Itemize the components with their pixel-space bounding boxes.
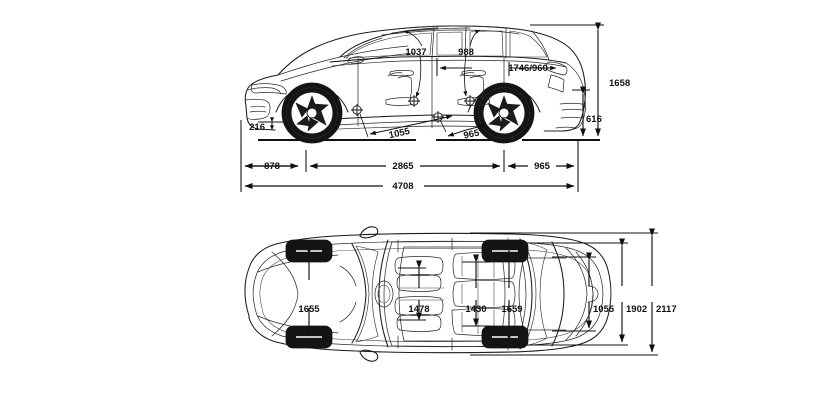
dim-label-1655: 1655: [298, 304, 320, 315]
dim-label-1746-960: 1746/960: [508, 63, 548, 74]
dim-label-878: 878: [264, 161, 280, 172]
dim-label-4708: 4708: [392, 181, 413, 192]
dim-load-sill-height: 616: [572, 86, 602, 137]
dim-label-1055: 1055: [388, 126, 412, 141]
dim-label-1478: 1478: [408, 304, 429, 315]
dim-label-1659: 1659: [501, 304, 522, 315]
front-wheel-side: [281, 82, 343, 144]
dim-headroom-rear: 988: [458, 29, 481, 97]
dim-headroom-front: 1037: [403, 30, 427, 98]
dim-label-1902: 1902: [626, 304, 647, 315]
dim-label-988: 988: [458, 47, 474, 58]
wheels-top: [285, 239, 529, 349]
dim-width-excl-mirrors: 1902: [488, 238, 647, 346]
dim-label-2117: 2117: [656, 304, 677, 315]
dim-label-965-interior: 965: [463, 127, 481, 141]
dim-cargo-width: 1055: [552, 252, 615, 332]
dim-cargo-length: 1746/960: [436, 58, 557, 76]
dim-chain-side-baseline: 878 2865 965 4708: [240, 140, 579, 192]
dim-shoulder-room-front: 1478: [398, 260, 430, 321]
h-point-markers-side: [351, 95, 476, 123]
dim-width-incl-mirrors: 2117: [470, 228, 677, 356]
rear-wheel-side: [473, 82, 535, 144]
dim-label-216: 216: [249, 122, 265, 133]
dim-label-1658: 1658: [609, 78, 630, 89]
dim-ground-clearance: 216: [240, 117, 286, 192]
dim-legroom-front: 1055: [359, 113, 453, 141]
dim-label-1055-width: 1055: [593, 304, 615, 315]
dim-label-1430: 1430: [465, 304, 486, 315]
wheel-rear-right: [481, 325, 529, 349]
top-plan-view: 1655 1478 1430 1659: [244, 226, 677, 362]
interior-seats-top: [374, 252, 567, 336]
dim-label-2865: 2865: [392, 161, 414, 172]
dim-overall-height: 1658: [530, 22, 630, 137]
dim-label-965-overhang: 965: [534, 161, 551, 172]
dim-legroom-rear: 965: [439, 119, 487, 142]
dim-front-track: 1655: [298, 246, 320, 335]
dim-label-1037: 1037: [405, 47, 426, 58]
side-elevation-view: 1037 988 1746/960 1055: [240, 22, 630, 192]
dim-label-616: 616: [586, 114, 602, 125]
dim-rear-track: 1659: [501, 240, 523, 341]
wheel-rear-left: [481, 239, 529, 263]
dim-shoulder-room-rear: 1430: [462, 254, 490, 327]
